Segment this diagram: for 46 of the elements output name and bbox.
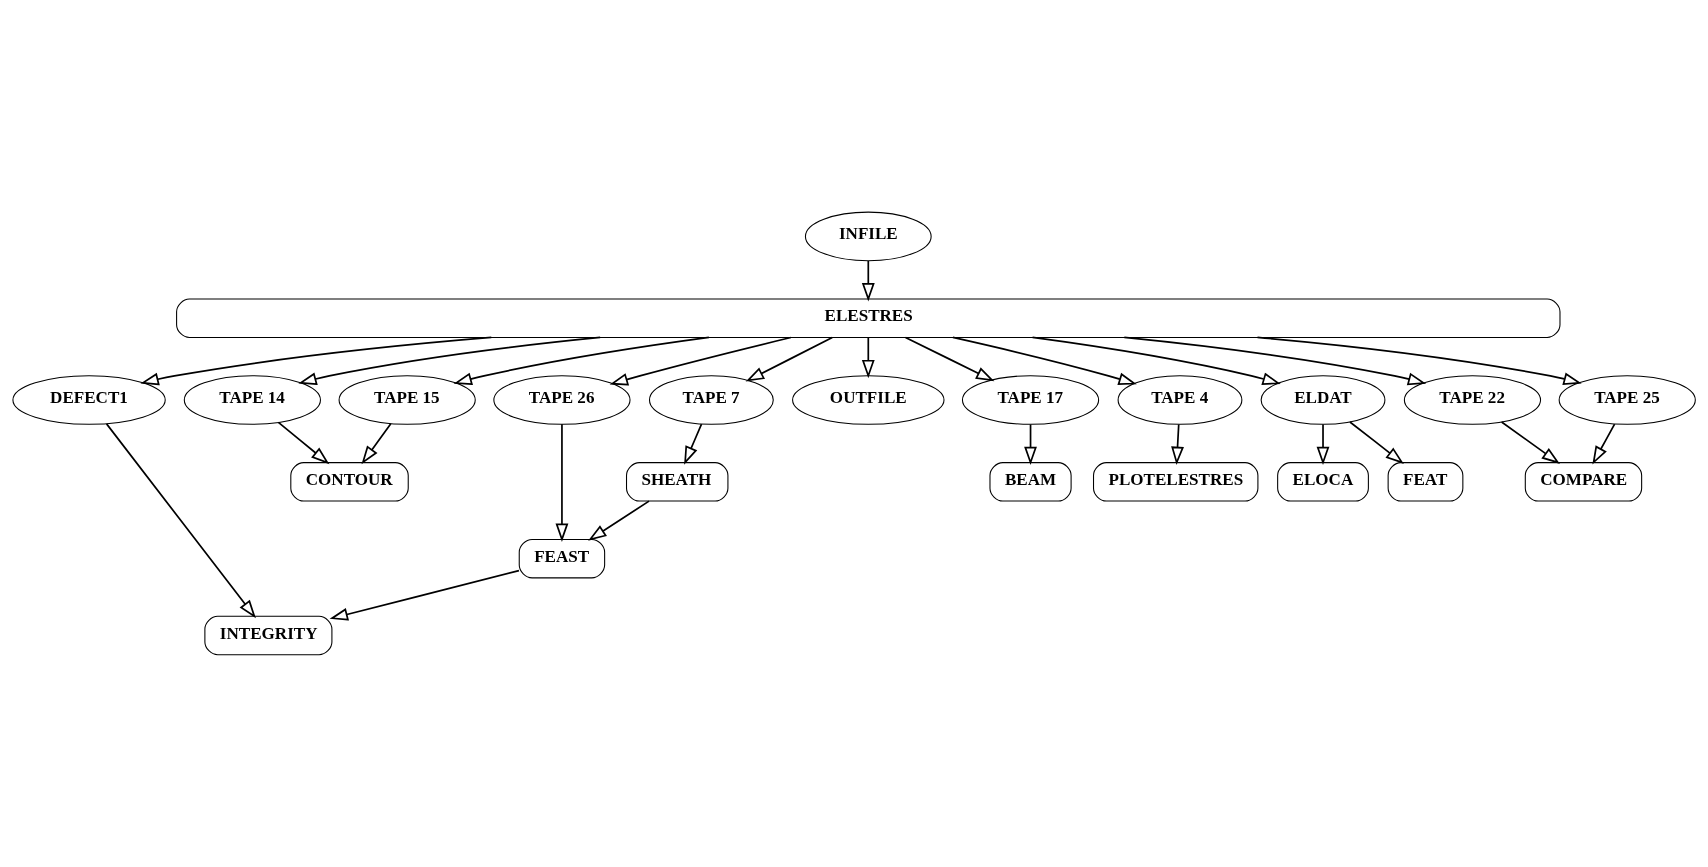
node-ellipse: TAPE 4: [1117, 375, 1243, 425]
node-ellipse: ELDAT: [1260, 375, 1386, 425]
node-ellipse: TAPE 25: [1558, 375, 1696, 425]
arrow: [453, 336, 710, 386]
arrow: [904, 336, 995, 382]
node-box: CONTOUR: [290, 462, 409, 502]
arrow: [861, 260, 875, 302]
arrow: [105, 423, 256, 619]
arrow: [1123, 336, 1427, 386]
arrow: [298, 336, 601, 386]
node-box: BEAM: [989, 462, 1072, 502]
arrow: [140, 336, 493, 386]
node-box: ELOCA: [1277, 462, 1369, 502]
arrow: [1024, 423, 1037, 466]
arrow: [684, 423, 703, 465]
arrow: [1171, 423, 1184, 466]
node-box: INTEGRITY: [204, 615, 333, 656]
arrow: [1349, 421, 1404, 464]
arrow: [329, 569, 520, 621]
arrow: [1592, 423, 1616, 465]
node-box: SHEATH: [626, 462, 729, 502]
node-ellipse: DEFECT1: [12, 375, 166, 425]
arrow: [588, 500, 650, 541]
node-box: FEAST: [518, 538, 606, 579]
node-ellipse: TAPE 14: [183, 375, 321, 425]
node-box: ELESTRES: [176, 298, 1561, 338]
node-ellipse: TAPE 22: [1403, 375, 1542, 425]
node-ellipse: OUTFILE: [792, 375, 945, 425]
arrow: [1256, 336, 1582, 386]
arrow: [555, 423, 569, 542]
node-ellipse: INFILE: [804, 211, 932, 262]
arrow: [1031, 336, 1281, 385]
arrow: [745, 336, 834, 382]
arrow: [1500, 421, 1560, 464]
arrow: [277, 421, 330, 465]
node-ellipse: TAPE 17: [961, 375, 1100, 425]
arrow: [1316, 423, 1330, 466]
node-ellipse: TAPE 7: [648, 375, 774, 425]
arrow: [861, 336, 875, 379]
node-box: PLOTELESTRES: [1093, 462, 1259, 502]
node-box: COMPARE: [1524, 462, 1643, 502]
arrow: [609, 336, 792, 386]
node-box: FEAT: [1387, 462, 1464, 502]
node-ellipse: TAPE 15: [338, 375, 476, 425]
arrow: [361, 422, 392, 465]
arrow: [952, 336, 1137, 386]
